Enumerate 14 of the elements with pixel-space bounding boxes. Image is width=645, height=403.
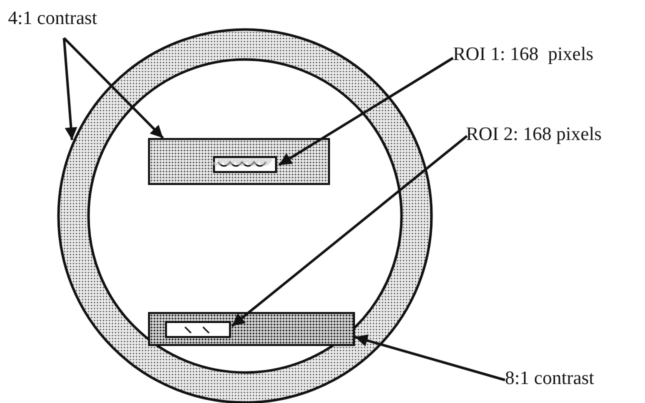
contrast-insert: [148, 312, 355, 346]
leader-arrow: [63, 37, 164, 139]
roi-region: [165, 321, 231, 338]
ring-phantom: [57, 28, 433, 403]
callout-label: ROI 2: 168 pixels: [466, 124, 602, 146]
callout-label: ROI 1: 168 pixels: [453, 44, 594, 66]
leader-arrow: [278, 56, 454, 166]
roi-region: [213, 156, 277, 173]
contrast-insert: [148, 138, 330, 185]
leader-arrow: [231, 135, 468, 327]
callout-label: 8:1 contrast: [505, 368, 594, 390]
leader-arrow: [62, 38, 78, 140]
leader-arrow: [354, 334, 506, 382]
callout-label: 4:1 contrast: [8, 8, 98, 30]
